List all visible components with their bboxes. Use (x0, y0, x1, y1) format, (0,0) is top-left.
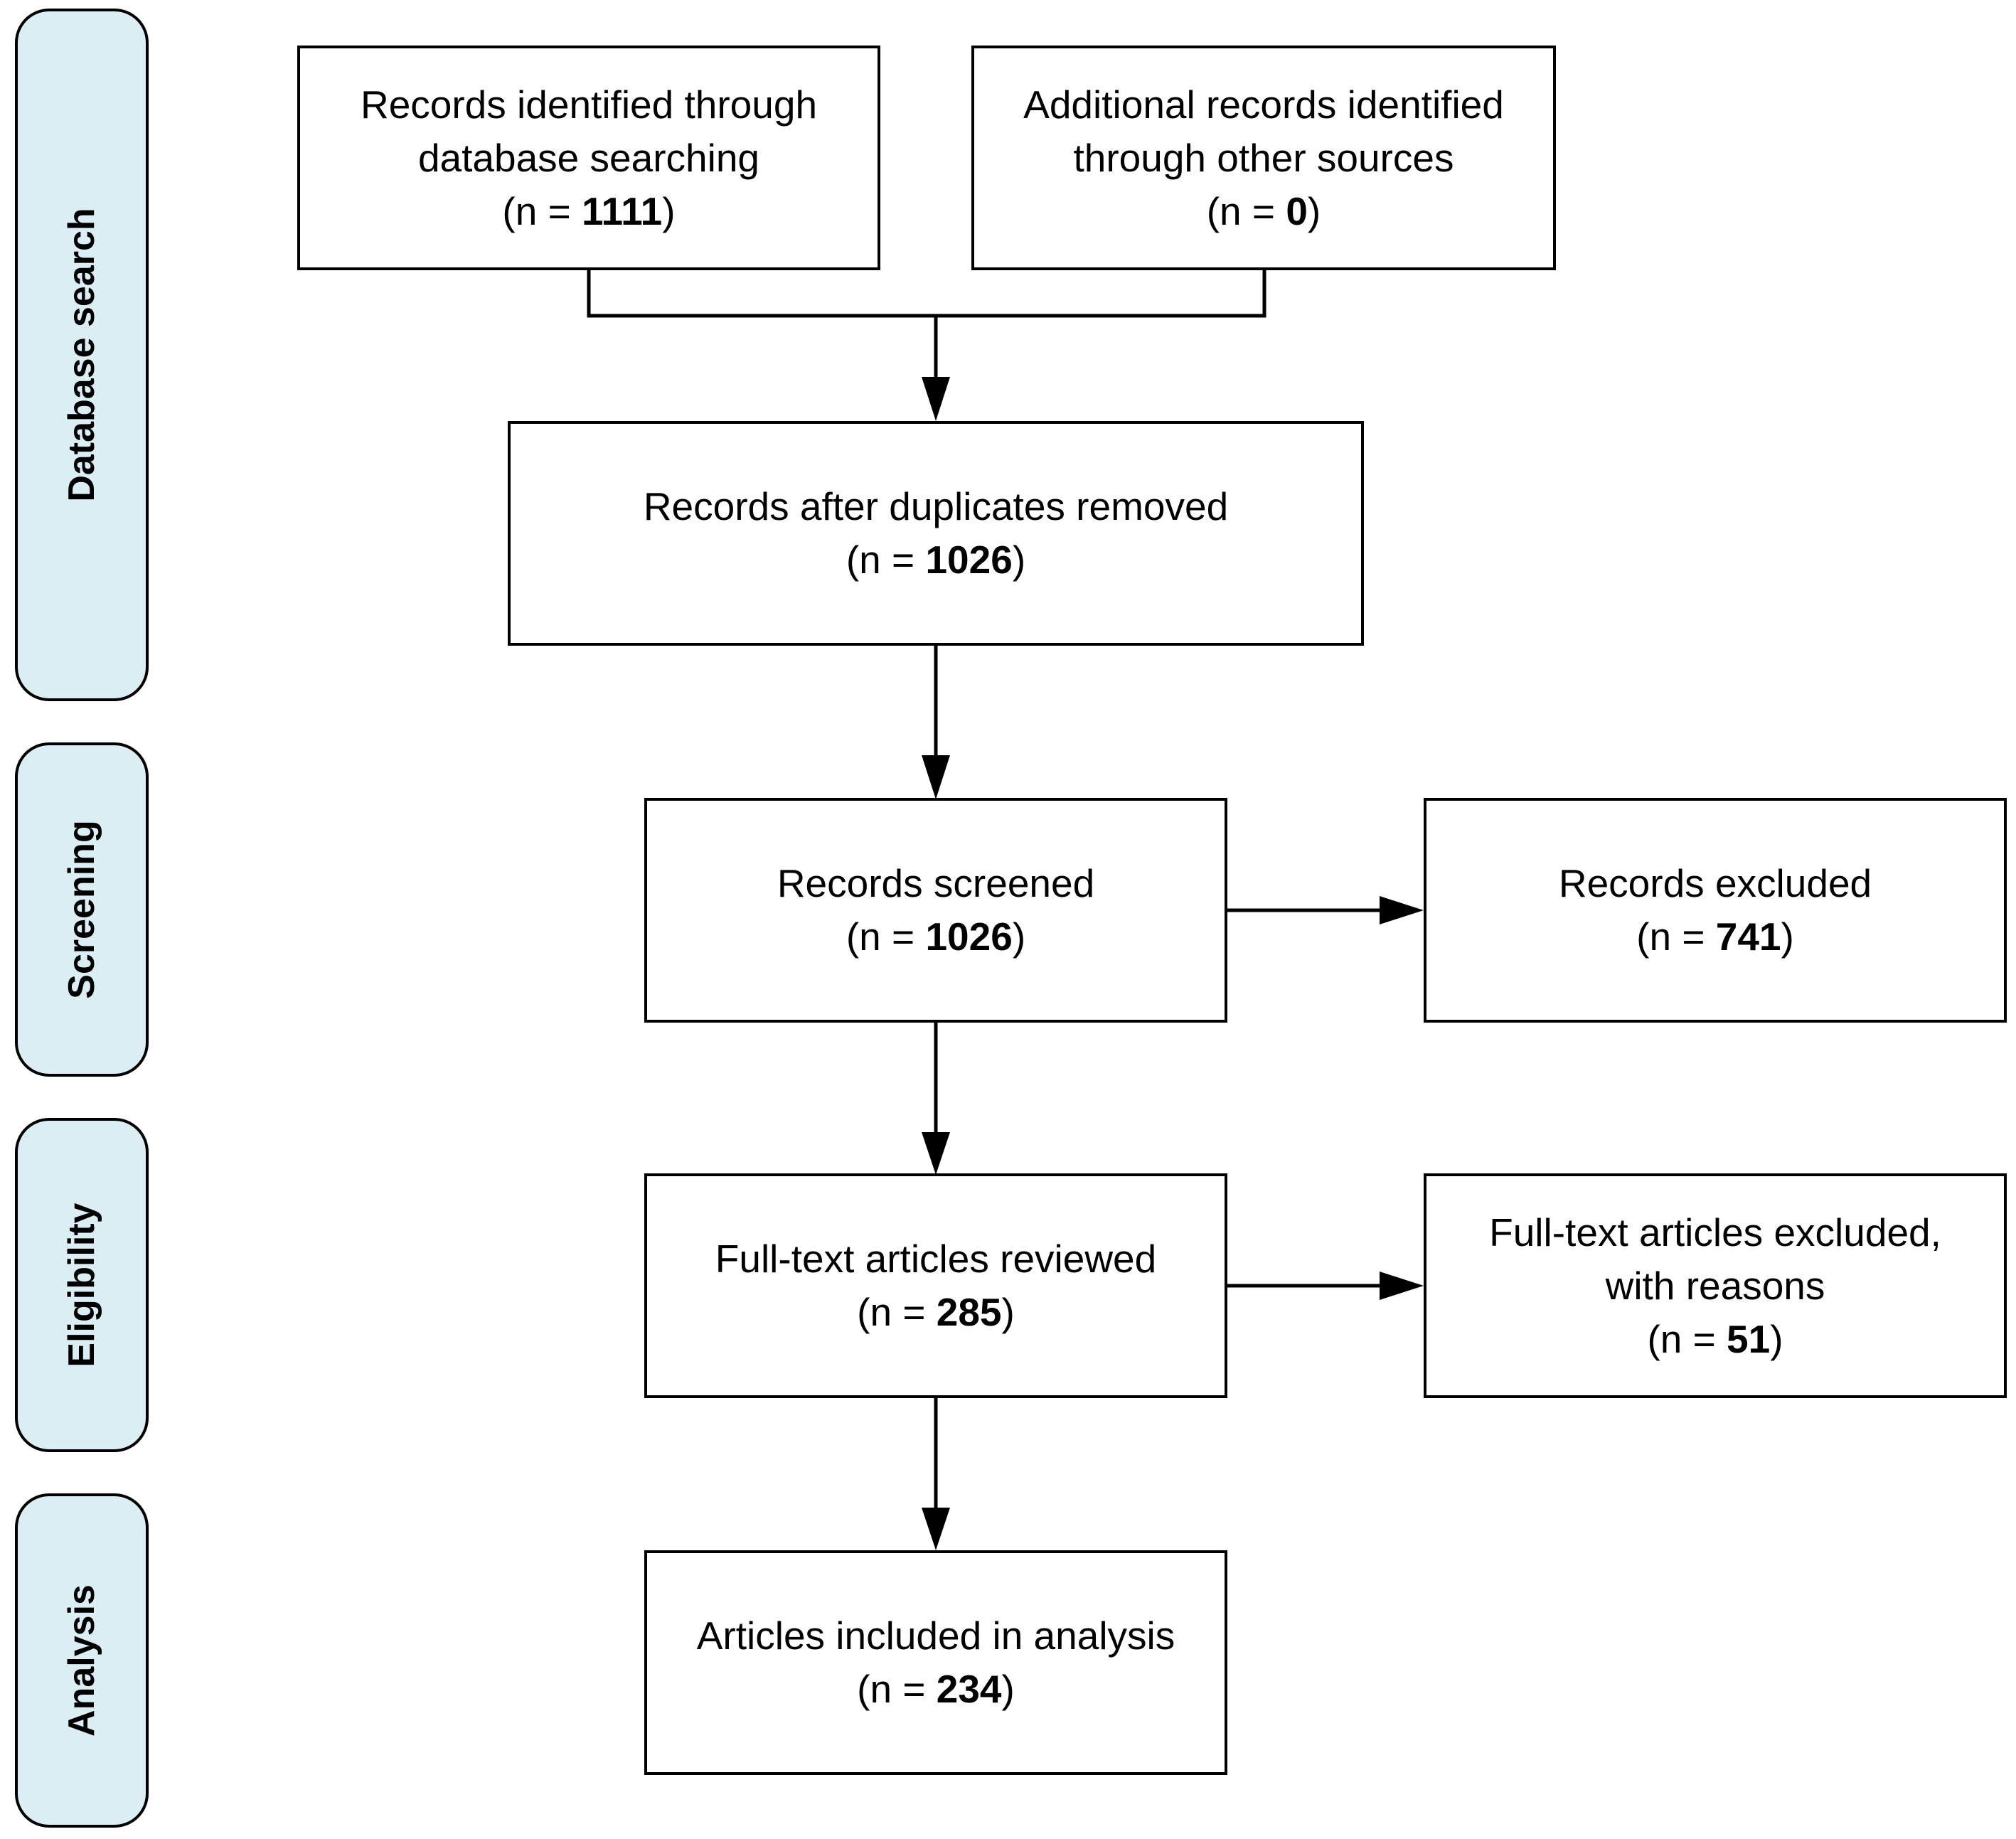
count-value: 1111 (582, 188, 663, 233)
count-prefix: (n = (857, 1290, 937, 1334)
box-text-line: Records after duplicates removed (643, 484, 1229, 528)
count-prefix: (n = (502, 188, 582, 233)
box-records-after-duplicates: Records after duplicates removed (n = 10… (508, 421, 1364, 646)
count-value: 51 (1727, 1316, 1771, 1361)
box-text-line: Full-text articles reviewed (715, 1237, 1157, 1281)
count-value: 1026 (925, 915, 1013, 959)
phase-screening: Screening (15, 742, 149, 1077)
box-text-line: Articles included in analysis (696, 1614, 1175, 1658)
box-text-line: database searching (417, 135, 760, 180)
count-label: (n = 285) (857, 1286, 1015, 1339)
phase-analysis: Analysis (15, 1493, 149, 1828)
count-value: 234 (936, 1667, 1002, 1711)
count-suffix: ) (1001, 1667, 1015, 1711)
box-text-line: Records excluded (1558, 861, 1872, 905)
box-records-screened: Records screened (n = 1026) (644, 798, 1227, 1023)
box-text-line: through other sources (1073, 135, 1454, 180)
count-suffix: ) (1781, 915, 1794, 959)
arrowhead-fulltext-included (922, 1508, 950, 1550)
box-additional-records: Additional records identified through ot… (971, 46, 1556, 270)
box-records-identified-database: Records identified through database sear… (297, 46, 880, 270)
count-suffix: ) (1770, 1316, 1783, 1361)
count-suffix: ) (662, 188, 676, 233)
count-label: (n = 1026) (846, 533, 1025, 587)
count-value: 285 (936, 1290, 1002, 1334)
count-prefix: (n = (846, 915, 926, 959)
count-label: (n = 1026) (846, 910, 1025, 964)
box-articles-included: Articles included in analysis (n = 234) (644, 1550, 1227, 1775)
box-text-line: Records identified through (360, 82, 818, 127)
box-records-excluded: Records excluded (n = 741) (1424, 798, 2007, 1023)
arrowhead-screened-excluded (1380, 896, 1424, 924)
count-suffix: ) (1307, 188, 1321, 233)
count-prefix: (n = (1206, 188, 1286, 233)
merge-connector (587, 269, 1266, 318)
box-text-line: Records screened (777, 861, 1095, 905)
phase-database-search: Database search (15, 9, 149, 701)
box-fulltext-reviewed: Full-text articles reviewed (n = 285) (644, 1173, 1227, 1398)
count-label: (n = 1111) (502, 185, 675, 238)
count-prefix: (n = (846, 538, 926, 582)
count-prefix: (n = (1647, 1316, 1727, 1361)
arrowhead-fulltext-excluded (1380, 1272, 1424, 1300)
count-suffix: ) (1012, 915, 1026, 959)
box-text-line: Full-text articles excluded, (1489, 1210, 1941, 1254)
box-text-line: Additional records identified (1023, 82, 1504, 127)
count-prefix: (n = (1636, 915, 1716, 959)
count-suffix: ) (1012, 538, 1026, 582)
phase-eligibility: Eligibility (15, 1118, 149, 1452)
box-text-line: with reasons (1605, 1263, 1825, 1308)
count-label: (n = 0) (1207, 185, 1321, 238)
count-label: (n = 51) (1647, 1313, 1783, 1366)
box-fulltext-excluded: Full-text articles excluded, with reason… (1424, 1173, 2007, 1398)
arrowhead-screened-fulltext (922, 1132, 950, 1175)
count-label: (n = 741) (1636, 910, 1794, 964)
count-prefix: (n = (857, 1667, 937, 1711)
count-label: (n = 234) (857, 1663, 1015, 1716)
count-suffix: ) (1001, 1290, 1015, 1334)
arrowhead-merge (922, 377, 950, 421)
count-value: 741 (1715, 915, 1781, 959)
count-value: 0 (1286, 188, 1308, 233)
count-value: 1026 (925, 538, 1013, 582)
arrowhead-duplicates-screened (922, 755, 950, 799)
